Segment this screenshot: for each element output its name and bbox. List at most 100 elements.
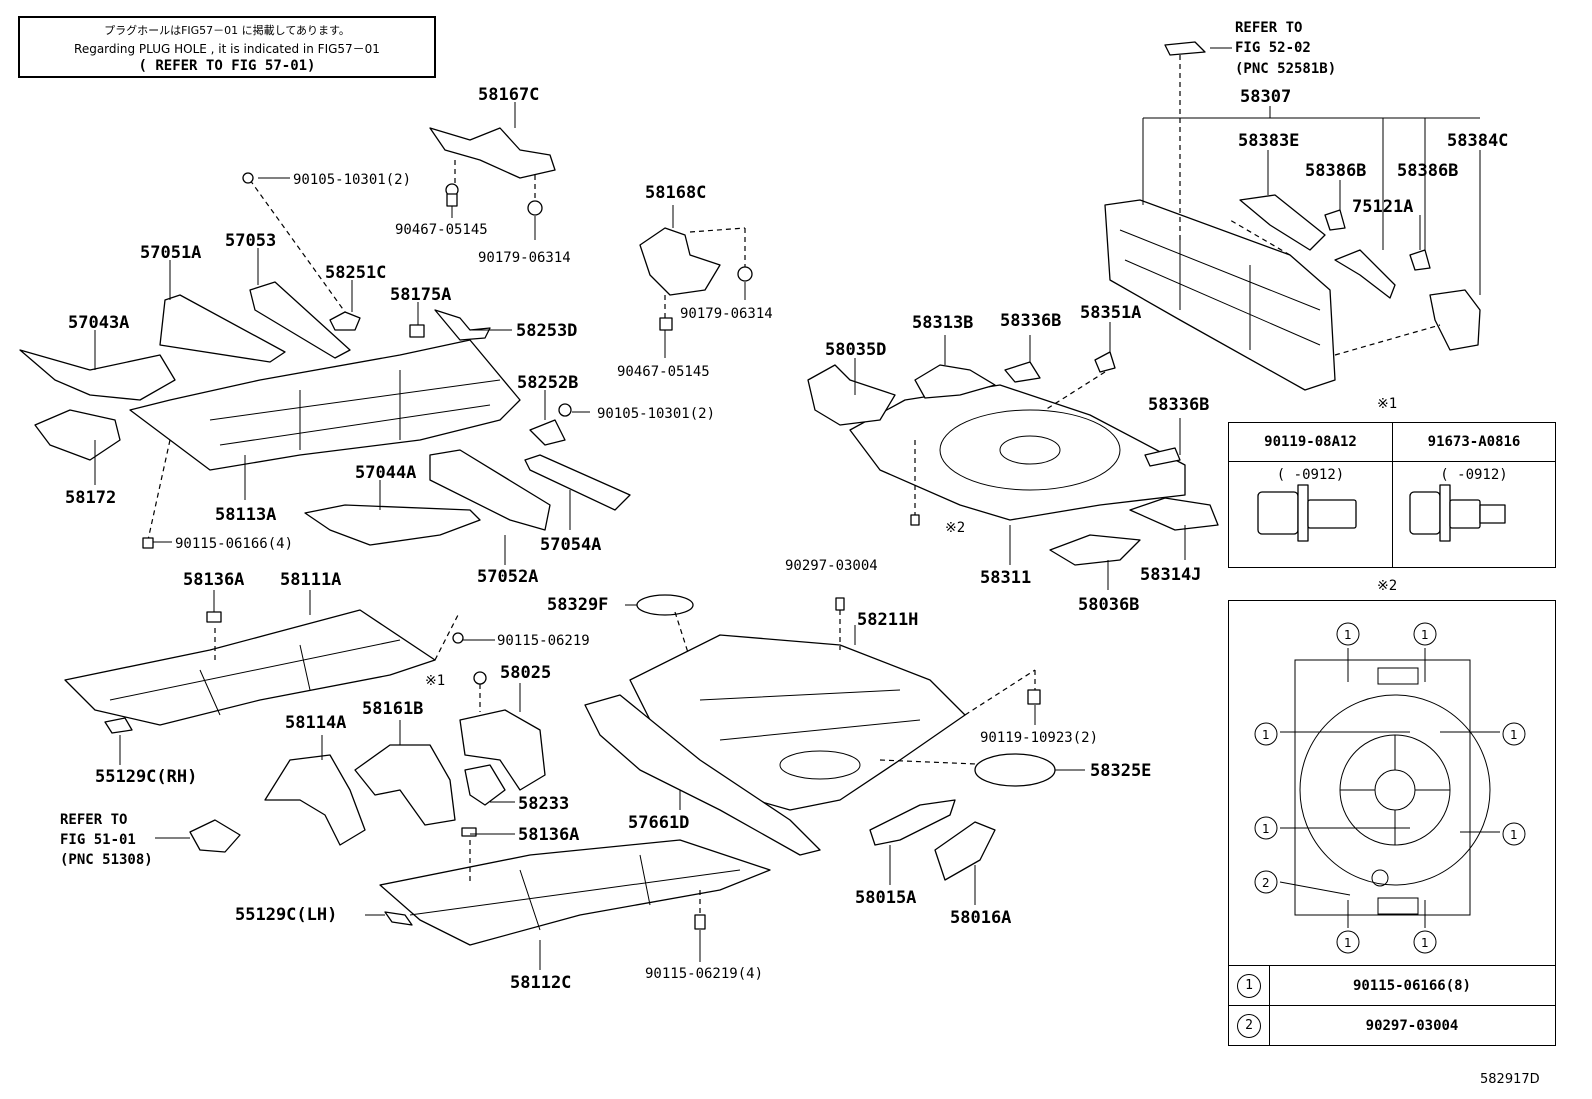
label-90105-10301-b: 90105-10301(2) xyxy=(597,406,715,422)
part-58384C xyxy=(1429,289,1481,351)
label-58329F: 58329F xyxy=(547,595,608,615)
note-refer: ( REFER TO FIG 57-01) xyxy=(138,58,316,74)
part-57052A xyxy=(429,449,551,531)
part-75121A xyxy=(1334,249,1396,299)
part-58336B-2 xyxy=(1144,447,1181,467)
refer-fig52-line3: (PNC 52581B) xyxy=(1235,61,1336,77)
part-57043A xyxy=(19,349,176,401)
fastener-part-1: 90115-06166(8) xyxy=(1352,978,1471,994)
part-58314J xyxy=(1129,497,1219,531)
part-55129C-RH xyxy=(104,717,133,734)
part-58167C xyxy=(429,127,556,179)
bolt-range-left: ( -0912) xyxy=(1276,467,1345,483)
label-58211H: 58211H xyxy=(857,610,918,630)
note-english: Regarding PLUG HOLE , it is indicated in… xyxy=(74,42,380,56)
label-90115-06166-4: 90115-06166(4) xyxy=(175,536,293,552)
label-58386B-1: 58386B xyxy=(1305,161,1366,181)
label-90179-06314-a: 90179-06314 xyxy=(478,250,571,266)
bolt-variant-table: 90119-08A12 ( -0912) 91673-A0816 ( -0912… xyxy=(1228,422,1556,568)
part-57051A xyxy=(159,294,286,363)
fastener-table: 1 90115-06166(8) 2 90297-03004 xyxy=(1228,600,1556,1046)
label-58016A: 58016A xyxy=(950,908,1011,928)
label-55129C-RH: 55129C(RH) xyxy=(95,767,197,787)
label-58233: 58233 xyxy=(518,794,569,814)
label-58307: 58307 xyxy=(1240,87,1291,107)
part-58386B-2 xyxy=(1409,249,1431,271)
svg-text:2: 2 xyxy=(1262,876,1270,890)
part-58386B-1 xyxy=(1324,209,1346,231)
part-58168C xyxy=(639,227,721,296)
label-58386B-2: 58386B xyxy=(1397,161,1458,181)
part-58111A xyxy=(64,609,436,726)
label-58025: 58025 xyxy=(500,663,551,683)
part-57053 xyxy=(249,281,351,359)
label-58112C: 58112C xyxy=(510,973,571,993)
part-58329F xyxy=(636,594,694,616)
label-58161B: 58161B xyxy=(362,699,423,719)
part-57044A xyxy=(304,504,481,546)
part-58311 xyxy=(849,384,1186,521)
label-57053: 57053 xyxy=(225,231,276,251)
part-58016A xyxy=(934,821,996,881)
part-58114A xyxy=(264,754,366,846)
label-90119-10923-2: 90119-10923(2) xyxy=(980,730,1098,746)
svg-text:1: 1 xyxy=(1262,728,1270,742)
label-58336B-2: 58336B xyxy=(1148,395,1209,415)
label-58311: 58311 xyxy=(980,568,1031,588)
fastener-row-1: 1 90115-06166(8) xyxy=(1229,965,1555,1006)
label-58351A: 58351A xyxy=(1080,303,1141,323)
refer-fig51-line2: FIG 51-01 xyxy=(60,832,136,848)
mark-2: ※2 xyxy=(945,520,965,536)
label-58114A: 58114A xyxy=(285,713,346,733)
label-90115-06219: 90115-06219 xyxy=(497,633,590,649)
svg-text:1: 1 xyxy=(1510,728,1518,742)
part-57661D xyxy=(584,694,821,856)
mark-1: ※1 xyxy=(425,673,445,689)
part-58313B xyxy=(914,364,996,399)
label-57044A: 57044A xyxy=(355,463,416,483)
label-58015A: 58015A xyxy=(855,888,916,908)
part-58233 xyxy=(464,764,506,806)
label-90467-05145-b: 90467-05145 xyxy=(617,364,710,380)
label-90467-05145-a: 90467-05145 xyxy=(395,222,488,238)
label-58252B: 58252B xyxy=(517,373,578,393)
label-90115-06219-4: 90115-06219(4) xyxy=(645,966,763,982)
label-58175A: 58175A xyxy=(390,285,451,305)
label-58113A: 58113A xyxy=(215,505,276,525)
plug-hole-note: プラグホールはFIG57－01 に掲載してあります。 Regarding PLU… xyxy=(18,16,436,78)
note-japanese: プラグホールはFIG57－01 に掲載してあります。 xyxy=(104,24,350,37)
svg-text:1: 1 xyxy=(1344,936,1352,950)
label-58168C: 58168C xyxy=(645,183,706,203)
fastener-row-2: 2 90297-03004 xyxy=(1229,1005,1555,1046)
label-57043A: 57043A xyxy=(68,313,129,333)
bolt-variant-right: 91673-A0816 ( -0912) xyxy=(1392,423,1555,567)
part-58172 xyxy=(34,409,121,461)
part-58253D xyxy=(434,309,491,341)
refer-fig52-line2: FIG 52-02 xyxy=(1235,40,1311,56)
label-58111A: 58111A xyxy=(280,570,341,590)
callouts: 1 1 1 1 1 1 2 1 1 xyxy=(1254,622,1526,954)
label-58136A-1: 58136A xyxy=(183,570,244,590)
label-57051A: 57051A xyxy=(140,243,201,263)
label-58314J: 58314J xyxy=(1140,565,1201,585)
label-57052A: 57052A xyxy=(477,567,538,587)
svg-text:1: 1 xyxy=(1421,628,1429,642)
label-55129C-LH: 55129C(LH) xyxy=(235,905,337,925)
bolt-91673-A0816 xyxy=(1409,484,1506,542)
mark-2-table: ※2 xyxy=(1377,578,1397,594)
label-58167C: 58167C xyxy=(478,85,539,105)
part-58025 xyxy=(459,709,546,791)
spare-wheel-detail xyxy=(1279,648,1500,928)
svg-text:1: 1 xyxy=(1262,822,1270,836)
label-90179-06314-b: 90179-06314 xyxy=(680,306,773,322)
part-58036B xyxy=(1049,534,1141,566)
fastener-num-1: 1 xyxy=(1237,974,1261,998)
part-52581B xyxy=(1164,41,1206,56)
svg-text:1: 1 xyxy=(1421,936,1429,950)
part-58113A xyxy=(129,339,521,471)
part-51308 xyxy=(189,819,241,853)
label-58172: 58172 xyxy=(65,488,116,508)
bolt-variant-left: 90119-08A12 ( -0912) xyxy=(1229,423,1392,567)
part-58015A xyxy=(869,799,956,846)
